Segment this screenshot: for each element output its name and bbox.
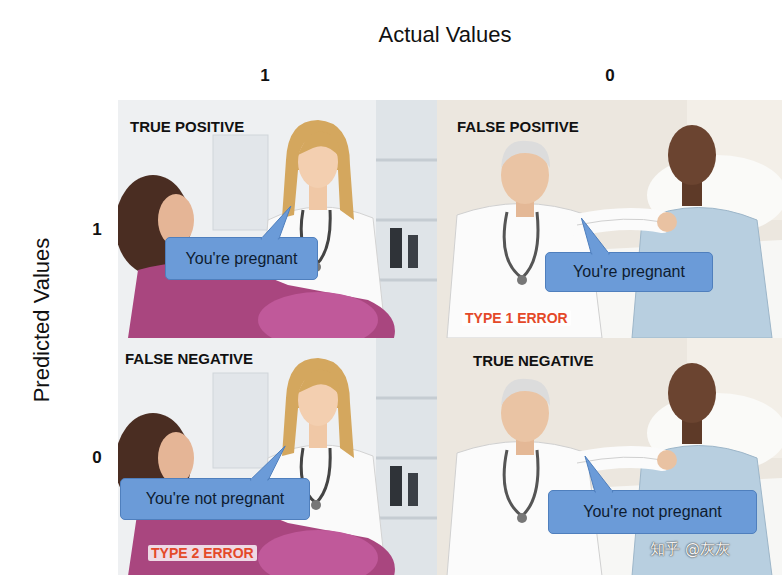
matrix-cell: TRUE NEGATIVE You're not pregnant: [437, 338, 782, 575]
matrix-cell: FALSE NEGATIVE TYPE 2 ERROR You're not pre…: [118, 338, 437, 575]
bubble-text: You're not pregnant: [146, 489, 285, 508]
bubble-text: You're pregnant: [573, 262, 685, 281]
bubble-text: You're not pregnant: [583, 502, 722, 521]
speech-bubble: You're pregnant: [545, 252, 713, 292]
speech-bubble: You're not pregnant: [120, 478, 310, 520]
axis-title: Predicted Values: [29, 238, 55, 403]
axis-title: Actual Values: [379, 22, 512, 48]
cell-title: TRUE POSITIVE: [130, 118, 244, 135]
error-label: TYPE 1 ERROR: [462, 310, 571, 326]
speech-bubble: You're not pregnant: [548, 490, 757, 534]
axis-value: 1: [92, 220, 101, 240]
cell-title: FALSE POSITIVE: [457, 118, 579, 135]
cell-title: TRUE NEGATIVE: [473, 352, 594, 369]
cell-title: FALSE NEGATIVE: [125, 350, 253, 367]
bubble-text: You're pregnant: [186, 249, 298, 268]
matrix-cell: TRUE POSITIVE You're pregnant: [118, 100, 437, 338]
error-label: TYPE 2 ERROR: [148, 545, 257, 561]
speech-bubble: You're pregnant: [165, 237, 318, 280]
axis-value: 1: [260, 66, 269, 86]
matrix-cell: FALSE POSITIVE TYPE 1 ERROR You're pregnan…: [437, 100, 782, 338]
axis-value: 0: [605, 66, 614, 86]
watermark: 知乎 @灰灰: [650, 540, 730, 558]
axis-value: 0: [92, 448, 101, 468]
